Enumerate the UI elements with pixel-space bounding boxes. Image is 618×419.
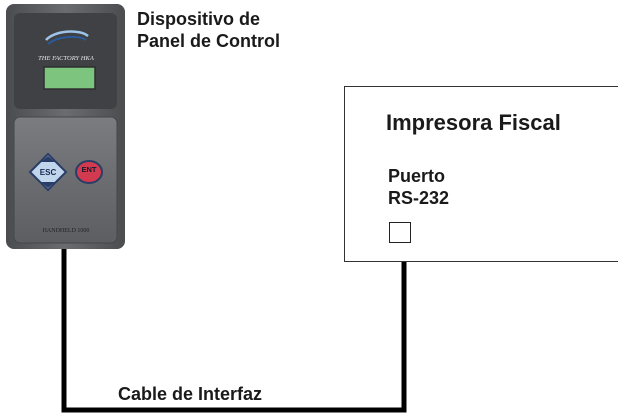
device-label-line1: Dispositivo de: [137, 9, 261, 29]
model-text: HANDHELD 1000: [43, 228, 90, 234]
interface-cable: [61, 238, 407, 413]
esc-key-label: ESC: [40, 168, 57, 177]
device-label-line2: Panel de Control: [137, 31, 281, 51]
rs232-port-icon: [389, 222, 411, 243]
device-screen: [43, 66, 96, 90]
ent-key-label: ENT: [82, 165, 97, 174]
port-label-line2: RS-232: [388, 188, 450, 208]
handheld-device: THE FACTORY HKA ESC ENT HANDHELD 1000: [6, 4, 125, 249]
logo-icon: [45, 30, 89, 45]
device-label: Dispositivo de Panel de Control: [137, 8, 280, 52]
printer-title: Impresora Fiscal: [386, 110, 561, 135]
cable-label: Cable de Interfaz: [118, 384, 263, 404]
fiscal-printer-box: [344, 86, 618, 262]
port-label-line1: Puerto: [388, 166, 446, 186]
device-lower-panel: [13, 116, 118, 244]
port-label: Puerto RS-232: [388, 165, 449, 209]
logo-text: THE FACTORY HKA: [38, 55, 94, 62]
ent-key: ENT: [75, 160, 103, 184]
esc-key: ESC: [28, 152, 68, 192]
